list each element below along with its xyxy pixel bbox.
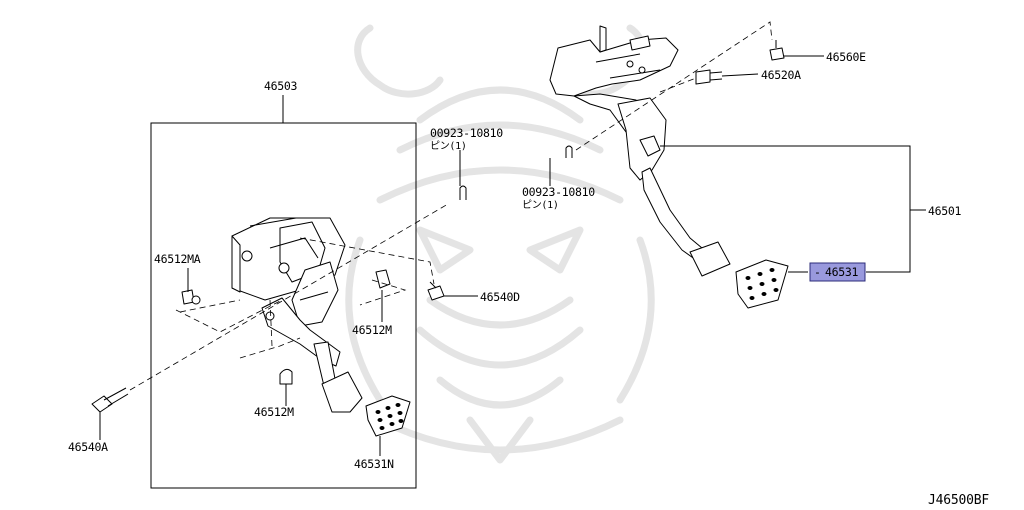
bolt-46540A (91, 387, 129, 413)
diagram-id: J46500BF (928, 493, 989, 508)
label-46540D[interactable]: 46540D (480, 290, 520, 304)
highlight-box (809, 262, 866, 282)
stopper-m-upper (375, 269, 391, 289)
label-46531[interactable]: 46531 (825, 265, 859, 279)
stopper-m-lower (279, 368, 293, 385)
label-pin-right-sub: ピン(1) (522, 199, 559, 211)
label-pin-left-code[interactable]: 00923-10810 (430, 126, 504, 140)
right-pedal-pad (735, 259, 789, 309)
bolt-46520A (695, 69, 723, 85)
left-pedal-pad (365, 395, 411, 437)
label-pin-left-sub: ピン(1) (430, 140, 467, 152)
label-46520A[interactable]: 46520A (761, 68, 801, 82)
label-46512MA[interactable]: 46512MA (154, 252, 201, 266)
right-pedal-arm (617, 97, 731, 277)
label-46512M-lower[interactable]: 46512M (254, 405, 294, 419)
left-pedal-arm (261, 297, 363, 413)
pin-right (565, 145, 573, 158)
bolt-46560E (769, 40, 785, 61)
label-46540A[interactable]: 46540A (68, 440, 108, 454)
label-46501[interactable]: 46501 (928, 204, 962, 218)
left-pedal-bracket (231, 217, 346, 327)
label-46531N[interactable]: 46531N (354, 457, 394, 471)
pin-left (459, 185, 467, 200)
label-46531-highlight[interactable]: 46531 - (809, 262, 866, 282)
label-46503[interactable]: 46503 (264, 79, 298, 93)
label-46560E[interactable]: 46560E (826, 50, 866, 64)
watermark-crest (345, 24, 655, 464)
label-46531-dash: - (814, 265, 821, 279)
bolt-46540D (427, 281, 445, 301)
label-46512M-upper[interactable]: 46512M (352, 323, 392, 337)
label-pin-right-code[interactable]: 00923-10810 (522, 185, 596, 199)
